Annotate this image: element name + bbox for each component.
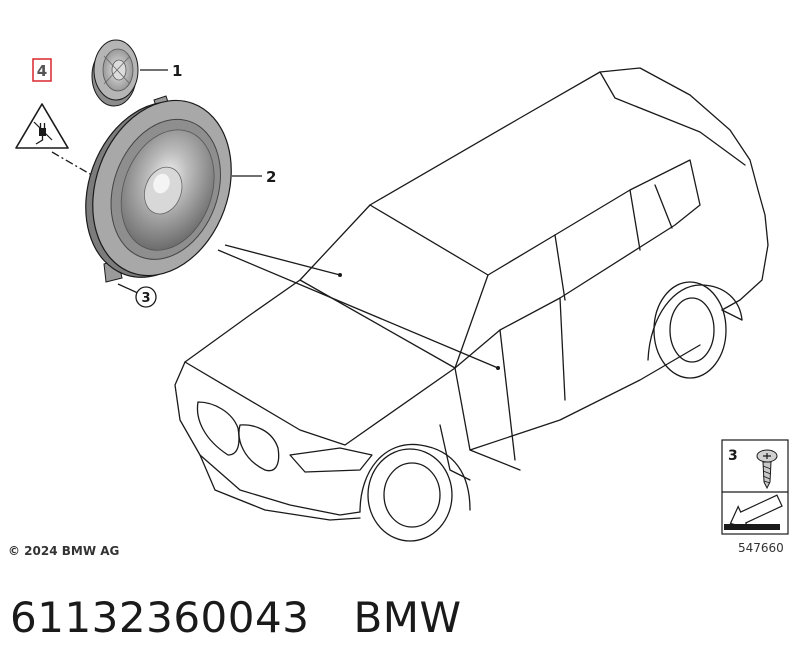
callout-2: 2: [266, 168, 276, 186]
callout-3-circle: [135, 286, 157, 308]
direction-arrow-icon: [724, 494, 783, 530]
target-dot-door: [496, 366, 500, 370]
tweeter-speaker: [91, 39, 139, 107]
copyright-notice: © 2024 BMW AG: [8, 544, 119, 558]
part-number-bar: 61132360043 BMW: [10, 582, 462, 652]
brand-name: BMW: [353, 592, 462, 642]
legend-screw-number: 3: [728, 448, 738, 464]
callout-4-box: [32, 58, 52, 82]
callout-1: 1: [172, 62, 182, 80]
callout-3: 3: [141, 291, 150, 306]
leader-lines: [51, 69, 499, 369]
callout-4: 4: [37, 62, 47, 80]
screw-icon: [756, 449, 778, 490]
part-number: 61132360043: [10, 592, 310, 642]
woofer-speaker: [85, 95, 232, 283]
parts-diagram: 1 2 3 4 3 © 2024 BMW AG 547660: [8, 39, 789, 558]
plug-warning-icon: [15, 103, 69, 149]
drawing-number: 547660: [738, 541, 784, 555]
vehicle-outline: [174, 67, 769, 542]
target-dot-windshield: [338, 273, 342, 277]
